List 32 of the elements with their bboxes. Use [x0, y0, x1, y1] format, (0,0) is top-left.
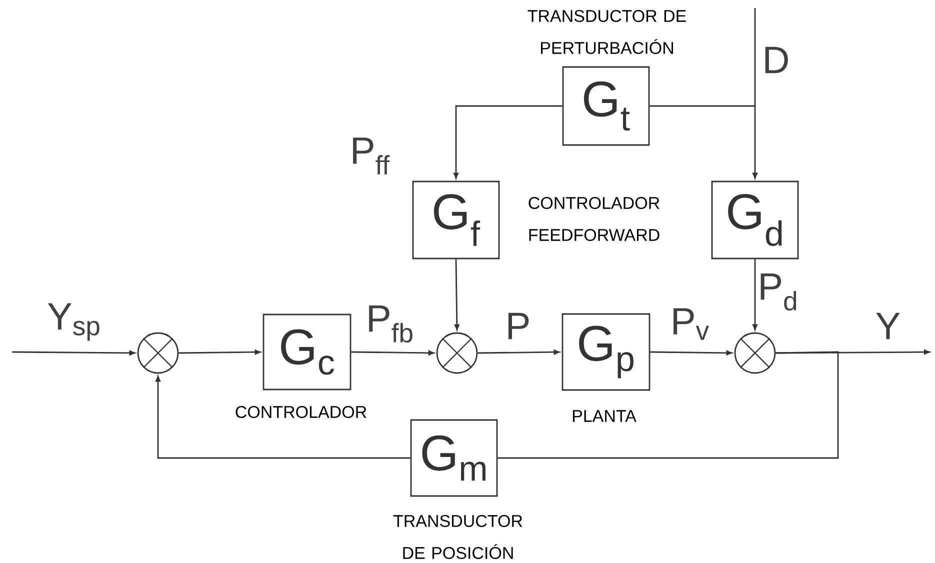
block-caption: TRANSDUCTOR DE PERTURBACIÓN [528, 10, 686, 54]
summing-junction [734, 332, 776, 374]
block-caption: TRANSDUCTOR DE POSICIÓN [393, 514, 522, 560]
arrow [454, 259, 460, 330]
arrow [752, 259, 758, 330]
signal-label: P$_{fb}$ [365, 304, 416, 344]
signal-label: P$_{v}$ [669, 307, 711, 341]
block-caption: PLANTA [572, 410, 636, 422]
signal-label: Y$_{sp}$ [46, 302, 102, 342]
block-box: G$_{p}$ [562, 313, 650, 391]
arrow [12, 350, 136, 356]
block-box: G$_{f}$ [412, 180, 500, 260]
arrow [478, 350, 560, 355]
arrow [351, 350, 434, 356]
signal-label: P [504, 312, 532, 340]
block-box: G$_{c}$ [262, 314, 352, 390]
arrow [650, 350, 732, 356]
arrow [752, 8, 758, 179]
block-caption: CONTROLADOR FEEDFORWARD [528, 196, 660, 242]
arrow [178, 350, 261, 355]
signal-label: P$_{ff}$ [348, 136, 392, 176]
summing-junction [137, 332, 179, 374]
block-box: G$_{t}$ [562, 66, 650, 146]
signal-label: P$_{d}$ [756, 272, 800, 312]
arrow [156, 376, 410, 459]
block-box: G$_{m}$ [410, 419, 498, 497]
summing-junction [436, 332, 478, 374]
arrow [454, 105, 562, 179]
block-caption: CONTROLADOR [236, 406, 366, 418]
signal-label: D [761, 46, 791, 74]
signal-label: Y [874, 312, 902, 340]
block-box: G$_{d}$ [711, 180, 799, 260]
